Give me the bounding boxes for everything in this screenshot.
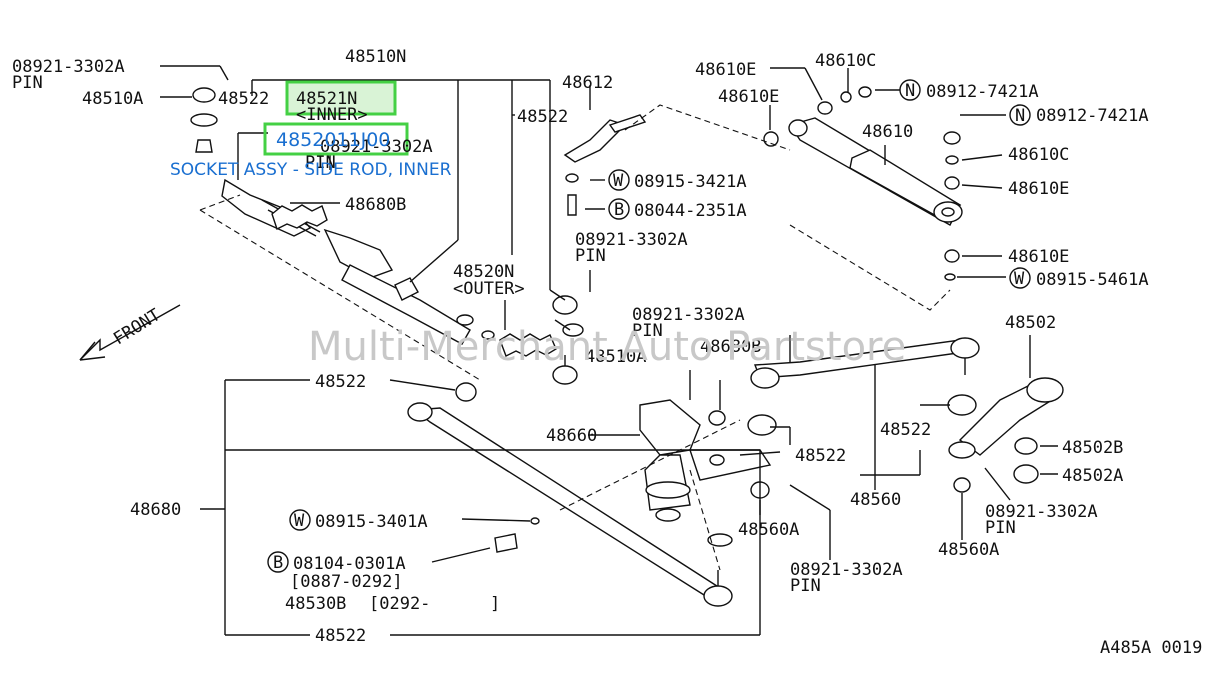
callout-48560[interactable]: 48560	[850, 490, 901, 510]
callout-pin-5: PIN	[985, 518, 1016, 538]
callout-range-2: [0292-	[369, 594, 430, 614]
callout-48610[interactable]: 48610	[862, 122, 913, 142]
callout-48680B-left[interactable]: 48680B	[345, 195, 406, 215]
callout-48610E-4[interactable]: 48610E	[1008, 247, 1069, 267]
callout-48510A-mid[interactable]: 48510A	[585, 347, 646, 367]
callout-pin-3: PIN	[575, 246, 606, 266]
center-tie-rod-drawing[interactable]	[407, 382, 733, 607]
dashed-lines	[199, 104, 951, 571]
callout-48521N[interactable]: 48521N	[296, 89, 357, 109]
callout-08104-0301A[interactable]: 08104-0301A	[293, 554, 406, 574]
steering-damper-drawing[interactable]	[763, 86, 963, 281]
callout-range-2-end: ]	[490, 594, 500, 614]
callout-48610C-2[interactable]: 48610C	[1008, 145, 1069, 165]
w-marker-label: W	[613, 171, 624, 191]
callout-08921-3302A-6[interactable]: 08921-3302A	[790, 560, 903, 580]
callout-48522-right[interactable]: 48522	[880, 420, 931, 440]
n-marker-icon-2	[1009, 104, 1031, 126]
callout-48610E-3[interactable]: 48610E	[1008, 179, 1069, 199]
callout-48660[interactable]: 48660	[546, 426, 597, 446]
w-marker-label-3: W	[294, 511, 305, 531]
callout-pin-tl: PIN	[12, 73, 43, 93]
callout-08921-3302A-5[interactable]: 08921-3302A	[985, 502, 1098, 522]
w-marker-icon-2	[1009, 267, 1031, 289]
callout-48510N[interactable]: 48510N	[345, 47, 406, 67]
highlight-part-box[interactable]	[263, 122, 409, 156]
callout-48522-left-mid[interactable]: 48522	[315, 372, 366, 392]
callout-48610E-1[interactable]: 48610E	[695, 60, 756, 80]
callout-48522-bottom[interactable]: 48522	[315, 626, 366, 646]
callout-labels: 08921-3302A PIN 48510A 48522 48521N <INN…	[12, 47, 1149, 646]
callout-48680B-mid[interactable]: 48680B	[700, 337, 761, 357]
watermark: Multi-Merchant Auto Partstore	[308, 324, 906, 370]
callout-48522-mid[interactable]: 48522	[795, 446, 846, 466]
callout-08921-3302A-2[interactable]: 08921-3302A	[320, 137, 433, 157]
w-marker-label-2: W	[1014, 269, 1025, 289]
damper-bracket-drawing[interactable]	[563, 114, 647, 216]
callout-range-1: [0887-0292]	[290, 572, 403, 592]
callout-48612[interactable]: 48612	[562, 73, 613, 93]
b-marker-label: B	[614, 200, 624, 220]
callout-08921-3302A-3[interactable]: 08921-3302A	[575, 230, 688, 250]
n-marker-icon-1	[899, 79, 921, 101]
callout-48510A-left[interactable]: 48510A	[82, 89, 143, 109]
b-marker-icon-2	[267, 551, 289, 573]
callout-pin-4: PIN	[632, 321, 663, 341]
callout-08912-7421A-2[interactable]: 08912-7421A	[1036, 106, 1149, 126]
callout-08912-7421A-1[interactable]: 08912-7421A	[926, 82, 1039, 102]
callout-48520N[interactable]: 48520N	[453, 262, 514, 282]
front-arrow: FRONT	[79, 304, 181, 361]
callout-48530B[interactable]: 48530B	[285, 594, 346, 614]
side-rod-inner-assy-drawing[interactable]	[190, 87, 578, 385]
callout-48502A[interactable]: 48502A	[1062, 466, 1123, 486]
n-marker-label-2: N	[1015, 106, 1025, 126]
callout-48610E-2[interactable]: 48610E	[718, 87, 779, 107]
callout-08044-2351A[interactable]: 08044-2351A	[634, 201, 747, 221]
callout-48502B[interactable]: 48502B	[1062, 438, 1123, 458]
callout-08915-3421A[interactable]: 08915-3421A	[634, 172, 747, 192]
callout-48502[interactable]: 48502	[1005, 313, 1056, 333]
callout-08915-3401A[interactable]: 08915-3401A	[315, 512, 428, 532]
pitman-arm-drawing[interactable]	[947, 377, 1064, 493]
leader-lines	[160, 65, 1058, 636]
callout-inner: <INNER>	[296, 105, 368, 125]
callout-48560A-right[interactable]: 48560A	[938, 540, 999, 560]
callout-pin-6: PIN	[790, 576, 821, 596]
callout-48522-top-mid[interactable]: 48522	[517, 107, 568, 127]
front-label: FRONT	[110, 305, 164, 349]
callout-08915-5461A[interactable]: 08915-5461A	[1036, 270, 1149, 290]
n-marker-label-1: N	[905, 81, 915, 101]
highlight-48521N-box[interactable]	[285, 80, 397, 116]
callout-48680[interactable]: 48680	[130, 500, 181, 520]
side-rod-outer-drawing[interactable]	[552, 295, 980, 389]
callout-08921-3302A-tl[interactable]: 08921-3302A	[12, 57, 125, 77]
callout-08921-3302A-4[interactable]: 08921-3302A	[632, 305, 745, 325]
highlight-part-number[interactable]: 4852011J00	[276, 129, 390, 151]
callout-48610C-1[interactable]: 48610C	[815, 51, 876, 71]
callout-48560A-mid[interactable]: 48560A	[738, 520, 799, 540]
callout-48522-top-left[interactable]: 48522	[218, 89, 269, 109]
w-marker-icon-3	[289, 509, 311, 531]
highlight-part-description: SOCKET ASSY - SIDE ROD, INNER	[170, 160, 452, 180]
diagram-code: A485A 0019	[1100, 638, 1202, 658]
callout-outer: <OUTER>	[453, 279, 525, 299]
b-marker-icon	[608, 198, 630, 220]
b-marker-label-2: B	[273, 553, 283, 573]
callout-pin-2: PIN	[305, 153, 336, 173]
w-marker-icon	[608, 169, 630, 191]
